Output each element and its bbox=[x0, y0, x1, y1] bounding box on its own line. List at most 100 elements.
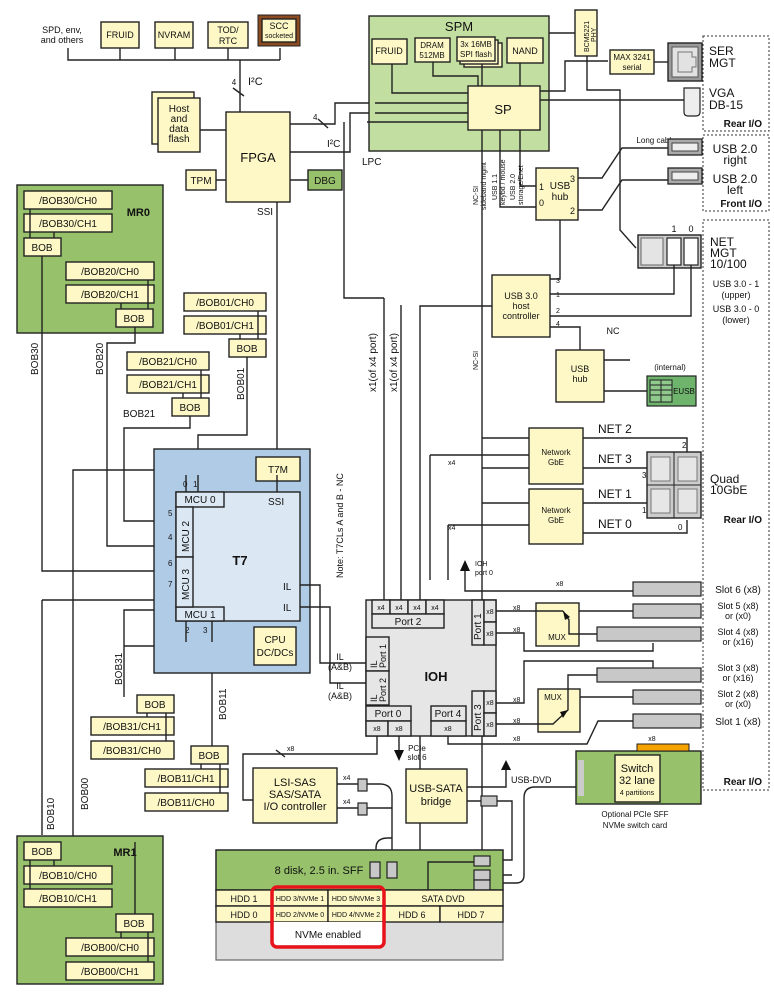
port-num: 1 bbox=[642, 506, 647, 515]
x8-label: x8 bbox=[444, 726, 452, 733]
bus-label-bob01: BOB01 bbox=[236, 367, 247, 400]
speed-label: 10/100 bbox=[710, 257, 747, 271]
phy-serial: BCM5221 PHY MAX 3241 serial bbox=[574, 9, 703, 249]
usb-hub-label: USB bbox=[550, 181, 571, 192]
nvram-chip bbox=[154, 21, 194, 49]
keybd-label: keybd / mouse bbox=[500, 159, 507, 205]
bob-label: BOB bbox=[31, 243, 52, 254]
il-port1-label: Port 1 bbox=[378, 644, 388, 668]
spm-board bbox=[368, 15, 550, 152]
mid-bobs: /BOB01/CH0 /BOB01/CH1 BOB /BOB21/CH0 /BO… bbox=[126, 292, 267, 417]
dimm-slot bbox=[126, 374, 210, 394]
serial-label: serial bbox=[622, 63, 641, 72]
slot1-connector[interactable] bbox=[632, 713, 702, 729]
slot4-connector[interactable] bbox=[596, 626, 702, 642]
vga-label: VGA bbox=[709, 86, 734, 100]
sata-dvd-label: SATA DVD bbox=[421, 894, 465, 904]
x8-label: x8 bbox=[486, 631, 494, 638]
hdd6-label: HDD 6 bbox=[398, 910, 425, 920]
slot2-sub: or (x0) bbox=[725, 699, 751, 709]
slot2-connector[interactable] bbox=[632, 689, 702, 705]
dimm-label: /BOB01/CH0 bbox=[196, 298, 254, 309]
mr1-title: MR1 bbox=[113, 847, 136, 859]
port2-label: Port 2 bbox=[395, 617, 422, 628]
rear-io-label: Rear I/O bbox=[724, 119, 763, 130]
usb3-port-0 bbox=[683, 237, 699, 266]
slot2-label: Slot 2 (x8) bbox=[717, 689, 758, 699]
switch-chip bbox=[614, 754, 661, 803]
slot5-connector[interactable] bbox=[632, 603, 702, 619]
lsi-label: I/O controller bbox=[264, 801, 327, 813]
usb3-label: host bbox=[512, 301, 530, 311]
usb3-label: controller bbox=[502, 311, 539, 321]
dimm-label: /BOB21/CH1 bbox=[139, 380, 197, 391]
usb-right-sub: right bbox=[723, 153, 747, 167]
fruid-chip bbox=[100, 21, 140, 49]
mux-2 bbox=[537, 688, 581, 733]
dimm-label: /BOB10/CH0 bbox=[39, 871, 97, 882]
dbg-label: DBG bbox=[314, 176, 336, 187]
fruid-label: FRUID bbox=[106, 30, 134, 40]
x8-label: x8 bbox=[287, 746, 295, 753]
ncsi-label: NC-SI bbox=[473, 186, 480, 205]
host-flash-chip bbox=[157, 97, 201, 153]
net3-label: NET 3 bbox=[598, 452, 632, 466]
rear-io-label: Rear I/O bbox=[724, 777, 763, 788]
db15-label: DB-15 bbox=[709, 98, 743, 112]
net0-label: NET 0 bbox=[598, 517, 632, 531]
rear-io-main-box bbox=[702, 219, 770, 791]
rj45-icon bbox=[650, 456, 671, 482]
usb3-1-label: USB 3.0 - 1 bbox=[713, 279, 760, 289]
il-ab-label: IL bbox=[336, 652, 344, 662]
net2-label: NET 2 bbox=[598, 422, 632, 436]
bcm-label: BCM5221 bbox=[584, 21, 591, 52]
gbe-chip-1 bbox=[528, 427, 584, 485]
ssi-label: SSI bbox=[257, 207, 273, 218]
nvme-enabled-label: NVMe enabled bbox=[295, 930, 361, 941]
tod-label: TOD/ bbox=[217, 25, 239, 35]
bus-label-bob00: BOB00 bbox=[80, 777, 91, 810]
t7-ssi-label: SSI bbox=[268, 497, 284, 508]
bob-chip bbox=[136, 694, 175, 714]
usb-sata-bridge: USB-SATA bridge USB-DVD bbox=[405, 760, 576, 884]
slot5-sub: or (x0) bbox=[725, 611, 751, 621]
pcie-slots: Slot 6 (x8) Slot 5 (x8) or (x0) Slot 4 (… bbox=[596, 581, 763, 788]
slot3-connector[interactable] bbox=[596, 667, 702, 683]
il-label: IL bbox=[283, 603, 292, 614]
sas-connector bbox=[386, 861, 398, 879]
port-num: 3 bbox=[570, 174, 575, 184]
slot6-connector[interactable] bbox=[632, 581, 702, 597]
sata-connector bbox=[473, 879, 491, 891]
usb3-controller: USB 3.0 host controller 3 1 2 4 NC bbox=[419, 265, 692, 890]
max-label: MAX 3241 bbox=[613, 53, 651, 62]
mux-label: MUX bbox=[544, 693, 562, 702]
mcu3-block bbox=[175, 556, 194, 608]
dimm-label: /BOB00/CH0 bbox=[81, 943, 139, 954]
front-io: Long cable USB 2.0 right USB 2.0 left Fr… bbox=[578, 134, 770, 212]
port-num: 0 bbox=[539, 198, 544, 208]
dimm-label: /BOB01/CH1 bbox=[196, 321, 254, 332]
usb11-label: USB 1.1 bbox=[492, 174, 499, 200]
nand-label: NAND bbox=[512, 46, 538, 56]
dimm-slot bbox=[23, 888, 113, 908]
mux-arrow-icon bbox=[563, 611, 570, 620]
dimm-slot bbox=[65, 261, 155, 281]
x8-label: x8 bbox=[513, 697, 521, 704]
dimm-label: /BOB10/CH1 bbox=[39, 894, 97, 905]
port4-label: Port 4 bbox=[435, 709, 462, 720]
dimm-label: /BOB31/CH0 bbox=[103, 746, 161, 757]
usb3-0-label: USB 3.0 - 0 bbox=[713, 304, 760, 314]
sas-connector bbox=[357, 778, 368, 792]
bob-label: BOB bbox=[31, 847, 52, 858]
gbe-chip-2 bbox=[528, 488, 584, 545]
x4-label: x4 bbox=[448, 460, 456, 467]
pcie-edge-connector bbox=[636, 743, 690, 752]
bob-label: BOB bbox=[179, 403, 200, 414]
usb3-controller-chip bbox=[491, 274, 551, 338]
dimm-slot bbox=[144, 792, 229, 812]
x4-label: x4 bbox=[395, 605, 403, 612]
rear-io-label: Rear I/O bbox=[724, 515, 763, 526]
gbe-sub: GbE bbox=[548, 458, 564, 467]
dimm-slot bbox=[144, 768, 229, 788]
usb20-label: USB 2.0 bbox=[510, 174, 517, 200]
